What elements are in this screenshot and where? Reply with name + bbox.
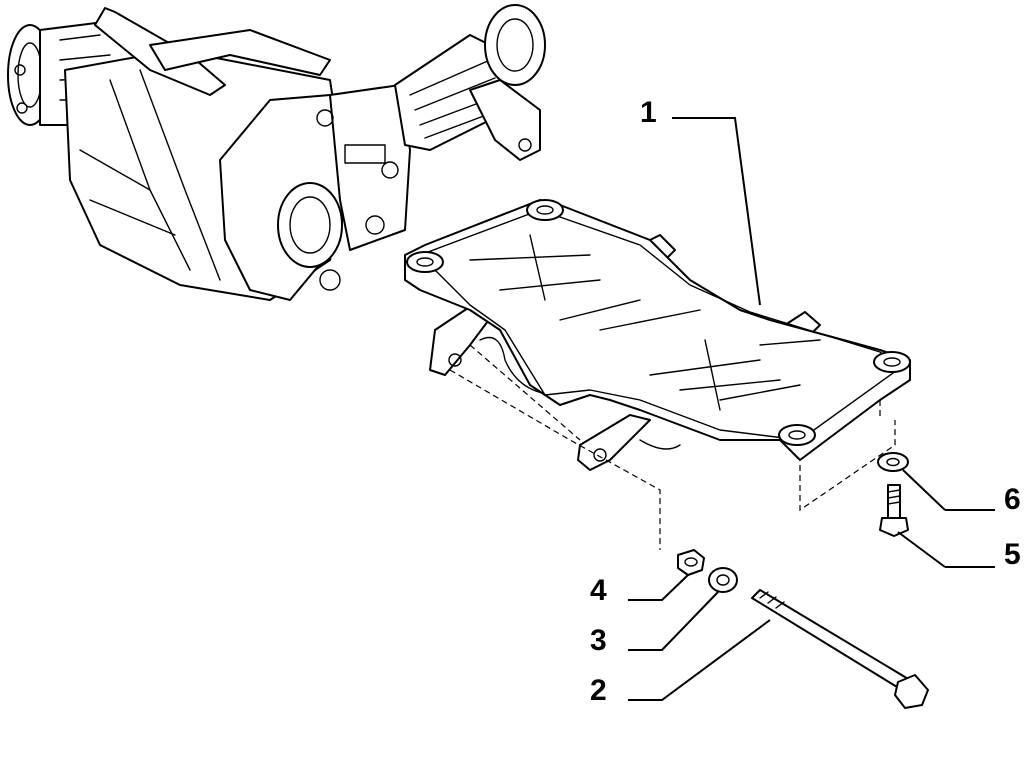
callout-5: 5	[1004, 538, 1021, 571]
callout-1: 1	[640, 96, 657, 129]
leader-lines	[628, 117, 995, 701]
part-5-short-bolt	[879, 484, 909, 537]
part-6-washer	[877, 452, 909, 472]
callout-2: 2	[590, 674, 607, 707]
part-4-nut	[677, 549, 705, 576]
callout-3: 3	[590, 624, 607, 657]
part-2-long-bolt	[751, 589, 929, 709]
differential-housing	[7, 4, 546, 301]
callout-4: 4	[590, 574, 607, 607]
callout-6: 6	[1004, 483, 1021, 516]
part-3-washer	[708, 567, 738, 593]
alignment-lines	[449, 344, 896, 550]
part-1-support-crossmember	[404, 199, 911, 471]
